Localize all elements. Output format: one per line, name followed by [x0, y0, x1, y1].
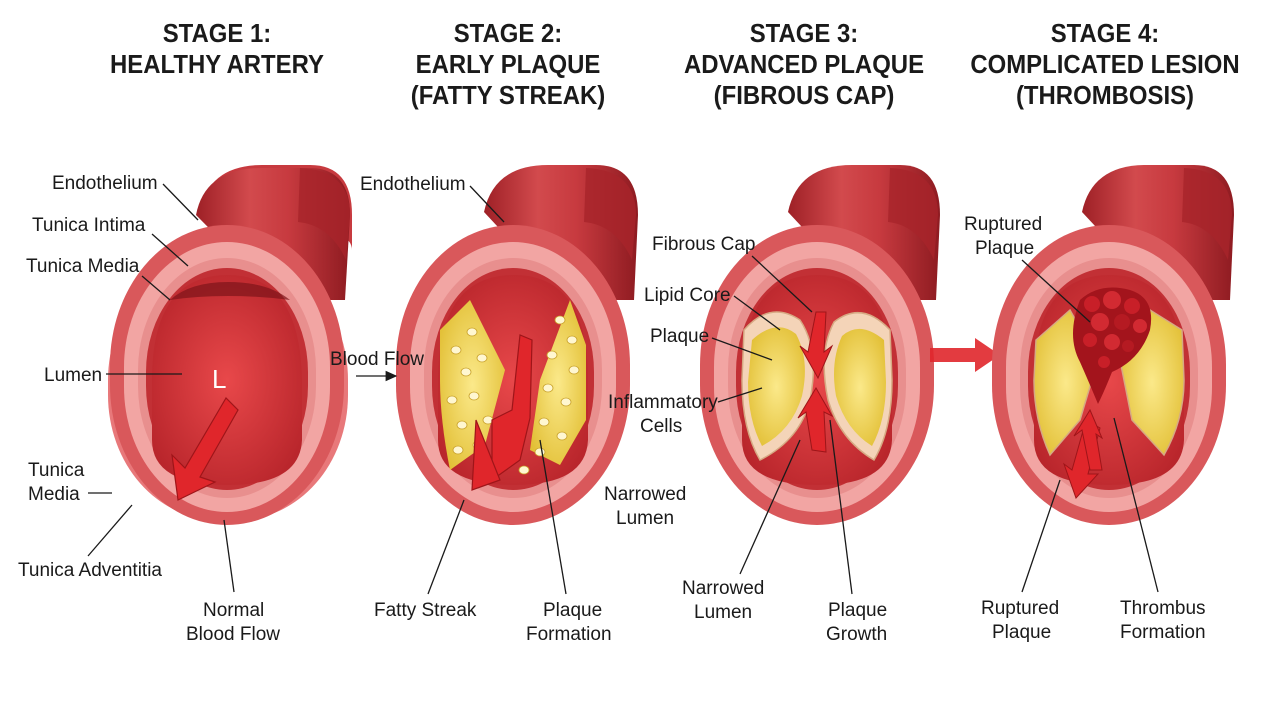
label-thrombus-formation-line2: Formation	[1120, 622, 1206, 643]
stage-4-title-line1: STAGE 4:	[1050, 18, 1160, 48]
label-ruptured-plaque-bottom-line2: Plaque	[992, 622, 1051, 643]
stage-4-title-line2: COMPLICATED LESION	[970, 49, 1240, 79]
label-endothelium-2: Endothelium	[360, 174, 466, 195]
label-tunica-media-line1: Tunica	[28, 460, 85, 481]
label-narrowed-lumen-b-line1: Narrowed	[682, 578, 764, 599]
label-inflammatory-line1: Inflammatory	[608, 392, 718, 413]
lumen-letter: L	[212, 364, 226, 394]
label-tunica-adventitia: Tunica Adventitia	[18, 560, 162, 581]
stage-1-flow-arrow	[171, 397, 239, 501]
label-lumen: Lumen	[44, 365, 102, 386]
label-inflammatory-line2: Cells	[640, 416, 682, 437]
stage-2-title-line3: (FATTY STREAK)	[410, 80, 606, 110]
label-narrowed-lumen-a-line1: Narrowed	[604, 484, 686, 505]
thrombus-clot	[1073, 287, 1152, 404]
stage-4-artery	[992, 165, 1234, 525]
stage-2-title-line2: EARLY PLAQUE	[415, 49, 601, 79]
label-endothelium-1: Endothelium	[52, 173, 158, 194]
stage-1-title-line1: STAGE 1:	[162, 18, 272, 48]
label-narrowed-lumen-b-line2: Lumen	[694, 602, 752, 623]
transition-arrow	[930, 338, 1000, 372]
label-ruptured-plaque-top-line2: Plaque	[975, 238, 1034, 259]
stage-4-title-line3: (THROMBOSIS)	[1015, 80, 1195, 110]
stage-2-title: STAGE 2: EARLY PLAQUE (FATTY STREAK)	[393, 18, 623, 111]
stage-3-artery	[700, 165, 940, 525]
stage-3-title-line3: (FIBROUS CAP)	[713, 80, 895, 110]
label-normal-flow-line1: Normal	[203, 600, 264, 621]
label-tunica-media-top: Tunica Media	[26, 256, 140, 277]
label-ruptured-plaque-top-line1: Ruptured	[964, 214, 1042, 235]
stage-3-title: STAGE 3: ADVANCED PLAQUE (FIBROUS CAP)	[680, 18, 928, 111]
stage-2-title-line1: STAGE 2:	[453, 18, 563, 48]
label-narrowed-lumen-a-line2: Lumen	[616, 508, 674, 529]
label-tunica-intima: Tunica Intima	[32, 215, 146, 236]
stage-1-title-line2: HEALTHY ARTERY	[110, 49, 324, 79]
label-lipid-core: Lipid Core	[644, 285, 731, 306]
stage-1-artery: L	[108, 165, 352, 525]
label-blood-flow: Blood Flow	[330, 349, 424, 370]
stage-1-title: STAGE 1: HEALTHY ARTERY	[102, 18, 332, 80]
stage-3-title-line2: ADVANCED PLAQUE	[683, 49, 925, 79]
label-plaque-formation-line2: Formation	[526, 624, 612, 645]
label-thrombus-formation-line1: Thrombus	[1120, 598, 1206, 619]
label-ruptured-plaque-bottom-line1: Ruptured	[981, 598, 1059, 619]
label-tunica-media-line2: Media	[28, 484, 80, 505]
stage-3-title-line1: STAGE 3:	[749, 18, 859, 48]
label-fibrous-cap: Fibrous Cap	[652, 234, 756, 255]
label-fatty-streak: Fatty Streak	[374, 600, 477, 621]
stage-2-artery	[396, 165, 638, 525]
label-plaque-growth-line1: Plaque	[828, 600, 887, 621]
stage-4-title: STAGE 4: COMPLICATED LESION (THROMBOSIS)	[962, 18, 1247, 111]
label-normal-flow-line2: Blood Flow	[186, 624, 280, 645]
label-plaque: Plaque	[650, 326, 709, 347]
label-plaque-growth-line2: Growth	[826, 624, 887, 645]
label-plaque-formation-line1: Plaque	[543, 600, 602, 621]
